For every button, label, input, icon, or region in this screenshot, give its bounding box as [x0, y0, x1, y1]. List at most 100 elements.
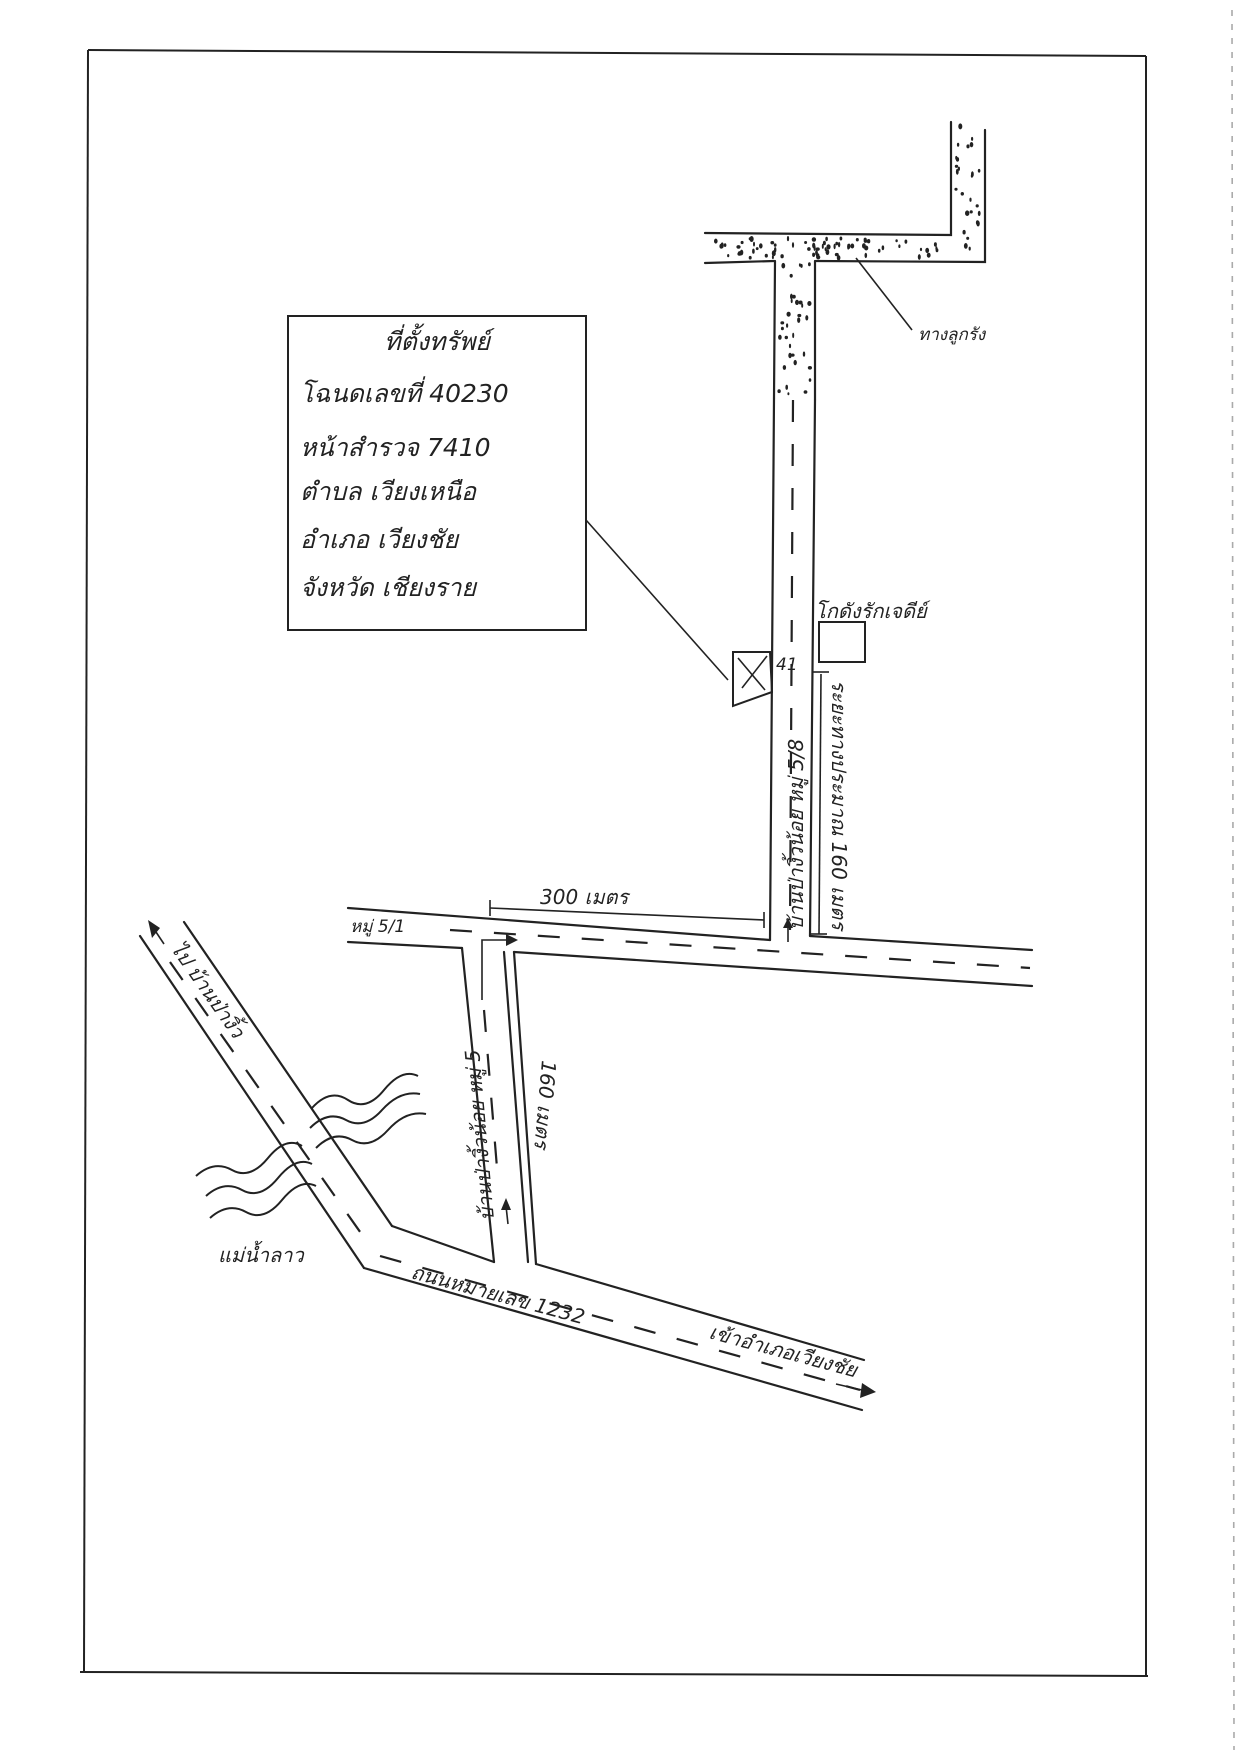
up-arrow-lower-head	[501, 1198, 511, 1210]
dirt-texture-dot	[835, 241, 839, 246]
dirt-texture-dot	[808, 378, 812, 382]
dirt-texture-dot	[812, 242, 816, 249]
info-pointer	[585, 519, 729, 681]
dirt-texture-dot	[881, 245, 885, 251]
dirt-texture-dot	[821, 243, 824, 249]
building-box	[818, 621, 866, 663]
lower-lane	[460, 946, 538, 1266]
dirt-texture-dot	[862, 243, 866, 249]
dirt-texture-dot	[798, 300, 803, 305]
river-waves	[195, 1072, 427, 1219]
dirt-texture-dot	[863, 239, 868, 243]
dirt-texture-dot	[971, 171, 974, 178]
dirt-texture-dot	[727, 254, 730, 258]
dirt-texture-dot	[795, 299, 799, 305]
dirt-texture-dot	[759, 243, 763, 249]
dirt-texture-dot	[954, 187, 958, 191]
dirt-texture-dot	[866, 239, 871, 244]
dirt-texture-dot	[833, 243, 836, 250]
dirt-texture-dot	[807, 366, 813, 370]
dirt-texture-dot	[976, 220, 980, 227]
dirt-texture-dot	[740, 240, 744, 245]
dirt-texture-dot	[855, 238, 859, 242]
dirt-texture-dot	[773, 243, 777, 247]
dirt-texture-dot	[749, 236, 754, 242]
dirt-texture-dot	[714, 238, 718, 244]
dirt-texture-dot	[864, 252, 868, 259]
dirt-texture-dot	[898, 244, 901, 248]
cemetery-label: ทางลูกรัง	[918, 325, 987, 345]
dirt-texture-dot	[780, 326, 784, 331]
dirt-texture-dot	[822, 240, 826, 246]
dirt-texture-dot	[968, 246, 971, 251]
dirt-texture-dot	[764, 253, 768, 258]
dirt-texture-dot	[977, 168, 981, 173]
dirt-texture-dot	[816, 255, 821, 260]
dirt-texture-dot	[839, 236, 843, 241]
dirt-texture-dot	[784, 335, 788, 340]
dirt-texture-dot	[877, 248, 881, 253]
dirt-texture-dot	[720, 242, 724, 249]
dirt-road	[703, 120, 987, 402]
dirt-texture-dot	[791, 242, 795, 248]
vertical-distance-label: 160 เมตร	[529, 1060, 561, 1152]
dirt-texture-dot	[790, 298, 793, 304]
river-label: แม่น้ำลาว	[218, 1240, 305, 1267]
dirt-texture-dot	[778, 334, 782, 340]
building-label: โกดังรักเจดีย์	[815, 599, 931, 623]
frame-left	[83, 49, 89, 1673]
dirt-texture-dot	[771, 255, 774, 260]
dirt-texture-dot	[925, 247, 930, 253]
dirt-texture-dot	[826, 244, 831, 250]
dirt-texture-dot	[723, 243, 727, 248]
dirt-texture-dot	[977, 210, 981, 216]
turn-arrow	[481, 939, 506, 1000]
dirt-texture-dot	[804, 241, 808, 244]
dirt-texture-dot	[935, 248, 939, 253]
dirt-texture-dot	[780, 254, 784, 259]
dirt-texture-dot	[969, 142, 974, 148]
frame-bottom	[79, 1671, 1149, 1677]
main-lane-label: บ้านป่างิ้วน้อย หมู่ 5/8	[781, 739, 809, 930]
dirt-texture-dot	[825, 236, 828, 242]
dirt-texture-dot	[956, 142, 960, 147]
dirt-texture-dot	[975, 204, 979, 208]
to-pa-ngiw-label: ไป บ้านป่างิ้ว	[166, 935, 253, 1043]
dirt-texture-dot	[917, 254, 921, 260]
dirt-texture-dot	[755, 247, 759, 251]
dirt-texture-dot	[788, 343, 792, 349]
to-wiang-chai-arrow-line	[835, 1383, 863, 1391]
dirt-texture-dot	[797, 317, 801, 323]
dirt-texture-dot	[786, 236, 790, 242]
dirt-texture-dot	[807, 247, 811, 251]
dirt-texture-dot	[801, 303, 804, 308]
dirt-texture-dot	[895, 239, 898, 243]
dirt-texture-dot	[847, 243, 850, 250]
dirt-texture-dot	[955, 168, 959, 175]
marker-number: 41	[776, 655, 798, 675]
dirt-texture-dot	[955, 157, 960, 162]
dirt-texture-dot	[815, 249, 818, 256]
dirt-texture-dot	[786, 311, 791, 317]
dirt-texture-dot	[770, 241, 775, 245]
dirt-texture-dot	[958, 123, 963, 130]
dirt-texture-dot	[963, 243, 968, 249]
dirt-texture-dot	[812, 252, 816, 257]
vertical-lane-label: บ้านป่างิ้วน้อย หมู่ 5	[457, 1048, 500, 1222]
dirt-texture-dot	[850, 243, 855, 249]
dirt-texture-dot	[753, 241, 755, 247]
to-wiang-chai-arrow-head	[860, 1383, 876, 1398]
dirt-texture-dot	[811, 237, 817, 242]
dirt-texture-dot	[786, 323, 789, 328]
highway-label: ถนนหมายเลข 1232	[409, 1260, 588, 1329]
dirt-texture-dot	[774, 247, 777, 253]
dirt-texture-dot	[969, 197, 972, 202]
cemetery-pointer	[855, 257, 913, 331]
info-box: ที่ตั้งทรัพย์ โฉนดเลขที่ 40230 หน้าสำรวจ…	[287, 315, 587, 631]
highway-diagonal	[138, 920, 394, 1270]
dirt-texture-dot	[748, 237, 751, 241]
up-arrow-main-head	[783, 918, 793, 928]
dirt-texture-dot	[933, 242, 937, 247]
dirt-texture-dot	[780, 321, 785, 325]
